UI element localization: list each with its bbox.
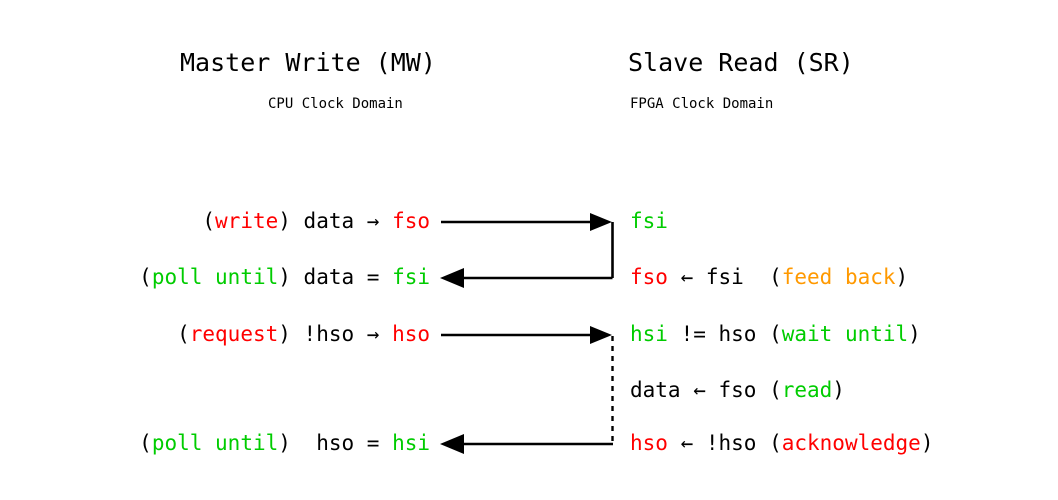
token: ) data → — [278, 209, 393, 233]
token: read — [781, 378, 833, 402]
token: ( — [139, 265, 152, 289]
column-subtitle-cpu-clock-domain: CPU Clock Domain — [268, 96, 403, 112]
token: ) — [908, 322, 921, 346]
connector-data-forward-icon — [441, 213, 612, 231]
token: ( — [177, 322, 190, 346]
token: != hso ( — [667, 322, 782, 346]
token: hsi — [630, 322, 668, 346]
token: ( — [202, 209, 216, 233]
connector-data-feedback-icon — [440, 222, 614, 288]
column-subtitle-fpga-clock-domain: FPGA Clock Domain — [630, 96, 774, 112]
token: ) data = — [278, 265, 393, 289]
row-right-acknowledge: hso ← !hso (acknowledge) — [630, 433, 933, 454]
token: hso — [630, 431, 668, 455]
token: ( — [139, 431, 152, 455]
row-left-poll-until-data: (poll until) data = fsi — [139, 267, 430, 288]
token: request — [189, 322, 279, 346]
token: data ← fso ( — [630, 378, 782, 402]
token: ) — [832, 378, 845, 402]
token: wait until — [781, 322, 909, 346]
token: fso — [630, 265, 668, 289]
row-left-poll-until-hso: (poll until) hso = hsi — [139, 433, 430, 454]
column-title-master-write: Master Write (MW) — [180, 48, 436, 77]
connector-handshake-ack-icon — [440, 434, 613, 454]
token: fsi — [630, 209, 668, 233]
row-right-fsi: fsi — [630, 211, 668, 232]
token: poll until — [151, 265, 279, 289]
token: hso — [392, 322, 430, 346]
token: feed back — [781, 265, 896, 289]
token: hsi — [392, 431, 430, 455]
token: fsi — [392, 265, 430, 289]
row-right-wait-until: hsi != hso (wait until) — [630, 324, 921, 345]
token: ) — [895, 265, 909, 289]
token: acknowledge — [781, 431, 921, 455]
token: write — [215, 209, 279, 233]
token: ) hso = — [278, 431, 393, 455]
column-title-slave-read: Slave Read (SR) — [628, 48, 854, 77]
row-right-read: data ← fso (read) — [630, 380, 845, 401]
token: ← fsi ( — [667, 265, 782, 289]
connector-handshake-request-icon — [441, 326, 612, 344]
row-right-feed-back: fso ← fsi (feed back) — [630, 267, 908, 288]
row-left-request: (request) !hso → hso — [177, 324, 430, 345]
token: ) — [920, 431, 934, 455]
token: ← !hso ( — [667, 431, 782, 455]
row-left-write: (write) data → fso — [202, 211, 430, 232]
token: ) !hso → — [278, 322, 393, 346]
token: fso — [392, 209, 430, 233]
token: poll until — [151, 431, 279, 455]
